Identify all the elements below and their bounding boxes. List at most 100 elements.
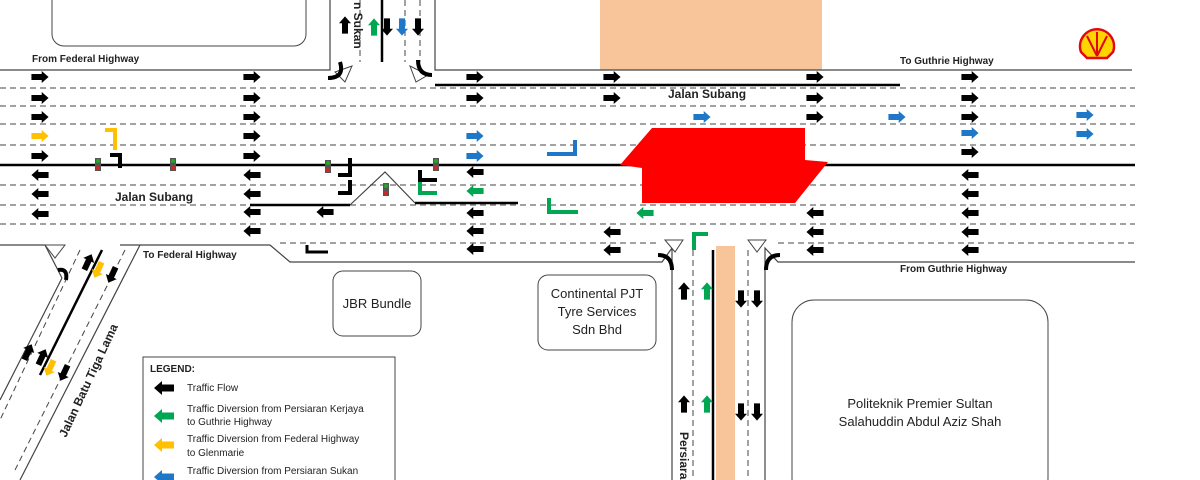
traffic-light-icon [383, 183, 389, 196]
legend-title: LEGEND: [150, 364, 195, 375]
traffic-flow-arrow-icon [961, 111, 979, 123]
sukan-diversion-arrow-icon [396, 18, 408, 36]
kerjaya-diversion-arrow-icon [466, 185, 484, 197]
building-top-left [51, 0, 307, 47]
traffic-flow-arrow-icon [735, 403, 747, 421]
continental-label-1: Continental PJT [551, 286, 644, 301]
traffic-flow-arrow-icon [466, 166, 484, 178]
continental-label-3: Sdn Bhd [572, 322, 622, 337]
traffic-flow-arrow-icon [31, 111, 49, 123]
traffic-flow-arrow-icon [961, 92, 979, 104]
kerjaya-diversion-arrow-icon [701, 395, 713, 413]
sukan-diversion-arrow-icon [888, 111, 906, 123]
traffic-flow-arrow-icon [466, 243, 484, 255]
federal-diversion-arrow-icon [31, 130, 49, 142]
turn-arrows [57, 59, 781, 281]
traffic-flow-arrow-icon [243, 111, 261, 123]
turn-arrow-icon [764, 253, 781, 271]
traffic-flow-arrow-icon [31, 188, 49, 200]
politeknik-label-2: Salahuddin Abdul Aziz Shah [839, 414, 1002, 429]
label-persiaran-sukan: n Sukan [351, 2, 365, 49]
traffic-flow-arrow-icon [961, 226, 979, 238]
turn-arrow-icon [418, 170, 437, 182]
traffic-flow-arrow-icon [961, 207, 979, 219]
traffic-flow-arrow-icon [751, 290, 763, 308]
traffic-flow-arrow-icon [243, 188, 261, 200]
traffic-flow-arrow-icon [806, 207, 824, 219]
traffic-light-icon [170, 158, 176, 171]
label-to-guthrie-highway: To Guthrie Highway [900, 56, 994, 67]
traffic-flow-arrow-icon [466, 92, 484, 104]
label-jalan-batu-tiga-lama: Jalan Batu Tiga Lama [56, 321, 121, 439]
traffic-flow-arrow-icon [603, 71, 621, 83]
traffic-flow-arrow-icon [31, 208, 49, 220]
traffic-flow-arrow-icon [31, 92, 49, 104]
traffic-flow-arrow-icon [466, 71, 484, 83]
traffic-flow-arrow-icon [806, 71, 824, 83]
construction-zone-top [600, 0, 822, 70]
turn-arrow-icon [105, 128, 117, 150]
traffic-flow-arrow-icon [678, 395, 690, 413]
traffic-flow-arrow-icon [31, 71, 49, 83]
label-jalan-subang-right: Jalan Subang [668, 87, 746, 101]
traffic-light-icon [433, 158, 439, 171]
traffic-flow-arrow-icon [806, 111, 824, 123]
traffic-flow-arrow-icon [735, 290, 747, 308]
traffic-flow-arrow-icon [603, 226, 621, 238]
traffic-flow-arrow-icon [243, 130, 261, 142]
legend: LEGEND: Traffic Flow Traffic Diversion f… [142, 356, 396, 480]
legend-item-federal-1: Traffic Diversion from Federal Highway [187, 434, 359, 445]
label-from-federal-highway: From Federal Highway [32, 54, 140, 65]
turn-arrow-icon [305, 245, 328, 254]
shell-logo-icon [1078, 28, 1116, 60]
label-from-guthrie-highway: From Guthrie Highway [900, 264, 1008, 275]
traffic-flow-arrow-icon [751, 403, 763, 421]
sukan-diversion-arrow-icon [1076, 109, 1094, 121]
traffic-flow-arrow-icon [339, 16, 351, 34]
traffic-flow-arrow-icon [243, 169, 261, 181]
sukan-diversion-arrow-icon [693, 111, 711, 123]
legend-item-kerjaya-1: Traffic Diversion from Persiaran Kerjaya [187, 404, 364, 415]
building-politeknik [791, 299, 1049, 480]
traffic-flow-arrow-icon [31, 150, 49, 162]
road-closure-area [620, 128, 828, 203]
traffic-flow-arrow-icon [31, 169, 49, 181]
kerjaya-diversion-arrow-icon [636, 207, 654, 219]
politeknik-label-1: Politeknik Premier Sultan [847, 396, 992, 411]
label-to-federal-highway: To Federal Highway [143, 250, 237, 261]
sukan-diversion-arrow-icon [466, 130, 484, 142]
traffic-flow-arrow-icon [806, 226, 824, 238]
traffic-flow-arrow-icon [806, 92, 824, 104]
legend-item-sukan: Traffic Diversion from Persiaran Sukan [187, 466, 358, 477]
traffic-lights [95, 158, 439, 196]
turn-arrow-icon [327, 61, 344, 80]
traffic-flow-arrow-icon [961, 71, 979, 83]
traffic-flow-arrow-icon [102, 264, 122, 286]
traffic-flow-arrow-icon [243, 225, 261, 237]
turn-arrow-icon [57, 267, 69, 281]
turn-arrow-icon [547, 198, 578, 214]
turn-arrow-icon [110, 153, 122, 168]
legend-item-federal-2: to Glenmarie [187, 448, 245, 459]
sukan-diversion-arrow-icon [466, 150, 484, 162]
traffic-flow-arrow-icon [603, 244, 621, 256]
traffic-flow-arrow-icon [961, 146, 979, 158]
traffic-flow-arrow-icon [78, 251, 98, 273]
traffic-flow-arrow-icon [603, 92, 621, 104]
traffic-flow-arrow-icon [466, 207, 484, 219]
turn-arrow-icon [547, 140, 577, 156]
traffic-flow-arrow-icon [961, 169, 979, 181]
turn-arrow-icon [692, 232, 708, 250]
traffic-flow-arrow-icon [961, 188, 979, 200]
jbr-bundle-label: JBR Bundle [343, 296, 412, 311]
legend-item-traffic-flow: Traffic Flow [187, 383, 239, 394]
kerjaya-diversion-arrow-icon [701, 282, 713, 300]
sukan-diversion-arrow-icon [1076, 128, 1094, 140]
label-persiaran: Persiara [677, 432, 691, 480]
traffic-flow-arrow-icon [678, 282, 690, 300]
building-continental [537, 274, 657, 351]
traffic-flow-arrow-icon [412, 18, 424, 36]
legend-item-kerjaya-2: to Guthrie Highway [187, 417, 272, 428]
kerjaya-diversion-arrow-icon [368, 18, 380, 36]
